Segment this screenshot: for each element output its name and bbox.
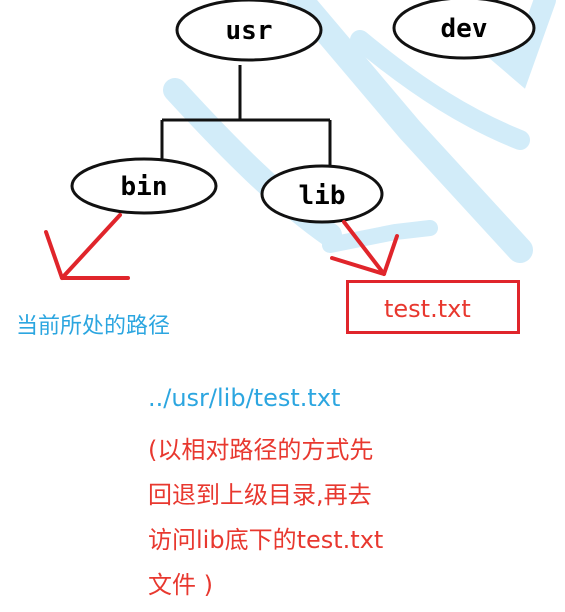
target-file-label: test.txt: [384, 295, 471, 323]
node-dev: dev: [392, 0, 536, 60]
watermark-stroke: [350, 30, 530, 150]
arrow-current-path: [44, 213, 130, 280]
node-lib: lib: [260, 164, 384, 224]
arrow-to-test-file-head: [330, 234, 399, 276]
explanation-line: 回退到上级目录,再去: [148, 481, 372, 509]
explanation-line: 文件 ): [148, 571, 213, 599]
explanation-text: (以相对路径的方式先 回退到上级目录,再去 访问lib底下的test.txt 文…: [148, 428, 383, 608]
arrow-current-path-head: [44, 230, 130, 280]
node-lib-ellipse: [260, 164, 384, 224]
explanation-line: (以相对路径的方式先: [148, 436, 374, 464]
node-usr-label: usr: [226, 16, 273, 46]
node-lib-label: lib: [299, 181, 346, 211]
node-usr-ellipse: [175, 0, 323, 62]
node-bin-label: bin: [121, 172, 168, 202]
current-path-label: 当前所处的路径: [16, 314, 171, 339]
arrow-to-test-file-shaft: [342, 220, 386, 276]
node-usr: usr: [175, 0, 323, 62]
explanation-line: 访问lib底下的test.txt: [148, 526, 384, 554]
watermark-stroke: [322, 220, 438, 253]
node-dev-ellipse: [392, 0, 536, 60]
node-bin-ellipse: [70, 157, 218, 215]
relative-path-text: ../usr/lib/test.txt: [148, 384, 341, 412]
node-bin: bin: [70, 157, 218, 215]
arrow-current-path-shaft: [60, 213, 122, 280]
watermark-stroke: [287, 0, 533, 263]
target-file-box: test.txt: [346, 280, 520, 334]
tree-connectors: [160, 65, 332, 168]
node-dev-label: dev: [441, 14, 488, 44]
arrow-to-test-file: [330, 220, 399, 276]
